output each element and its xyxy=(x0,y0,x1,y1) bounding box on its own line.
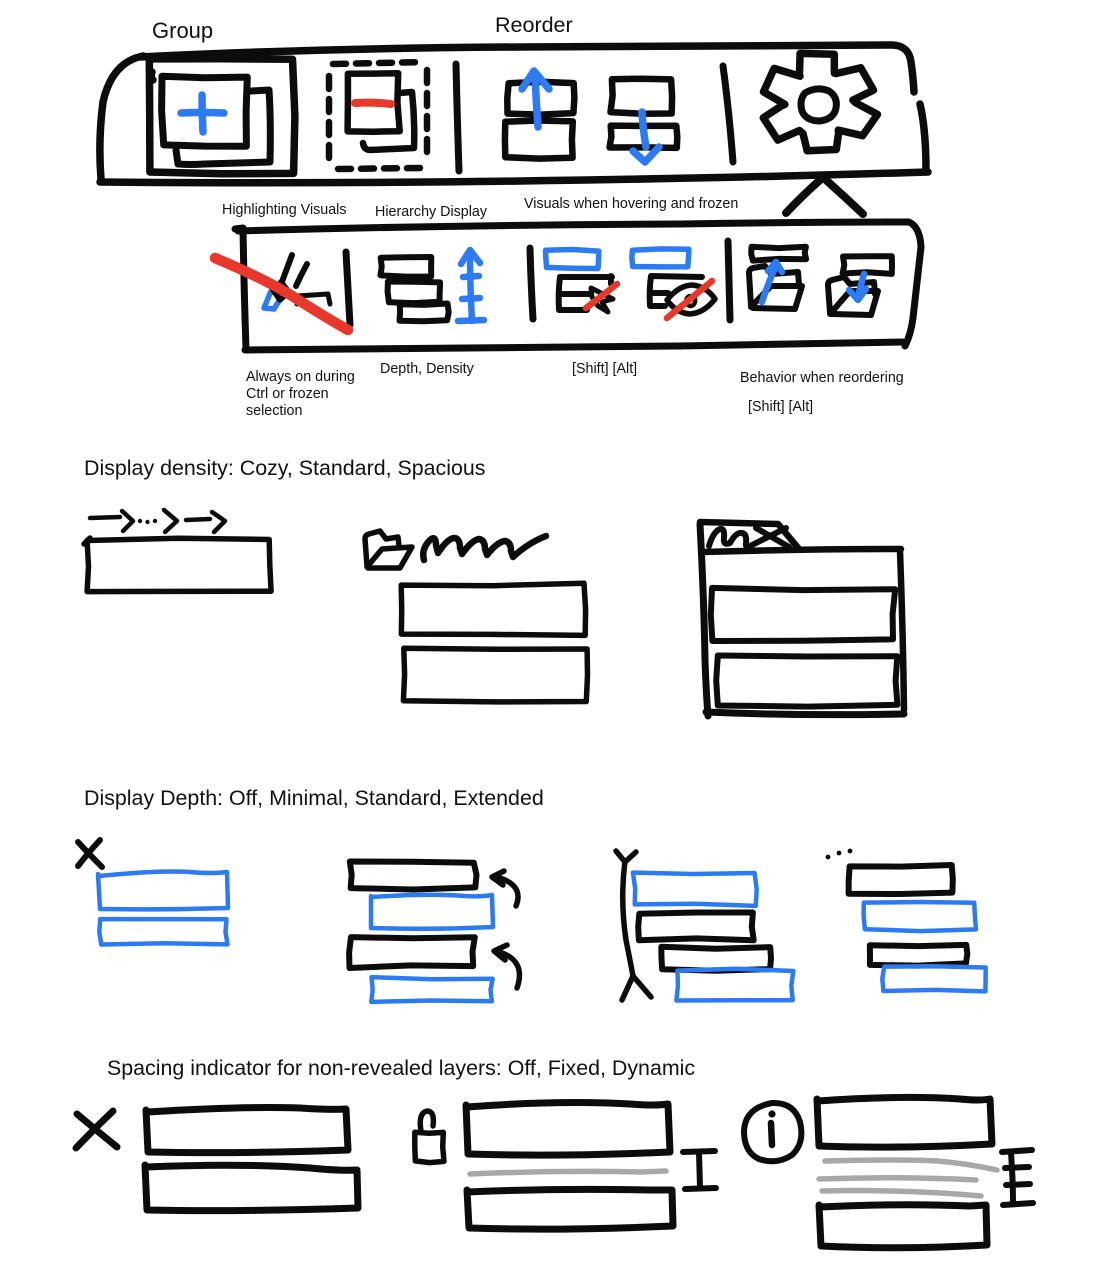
svg-text:Hierarchy Display: Hierarchy Display xyxy=(375,204,488,220)
svg-text:Display Depth: Off, Minimal, S: Display Depth: Off, Minimal, Standard, E… xyxy=(84,786,544,810)
svg-text:Reorder: Reorder xyxy=(495,13,573,37)
svg-text:Always on during: Always on during xyxy=(246,369,355,385)
svg-text:Visuals when hovering and froz: Visuals when hovering and frozen xyxy=(524,196,738,212)
svg-text:Spacing indicator for non-reve: Spacing indicator for non-revealed layer… xyxy=(107,1056,695,1080)
svg-text:Depth, Density: Depth, Density xyxy=(380,361,475,377)
svg-text:[Shift] [Alt]: [Shift] [Alt] xyxy=(572,361,637,377)
svg-text:Display density: Cozy, Standar: Display density: Cozy, Standard, Spaciou… xyxy=(84,456,485,480)
svg-text:Behavior when reordering: Behavior when reordering xyxy=(740,370,904,386)
svg-text:Highlighting Visuals: Highlighting Visuals xyxy=(222,202,347,218)
svg-text:[Shift] [Alt]: [Shift] [Alt] xyxy=(748,399,813,415)
svg-text:Ctrl or frozen: Ctrl or frozen xyxy=(246,386,329,402)
svg-text:selection: selection xyxy=(246,403,302,419)
svg-text:Group: Group xyxy=(152,18,213,43)
